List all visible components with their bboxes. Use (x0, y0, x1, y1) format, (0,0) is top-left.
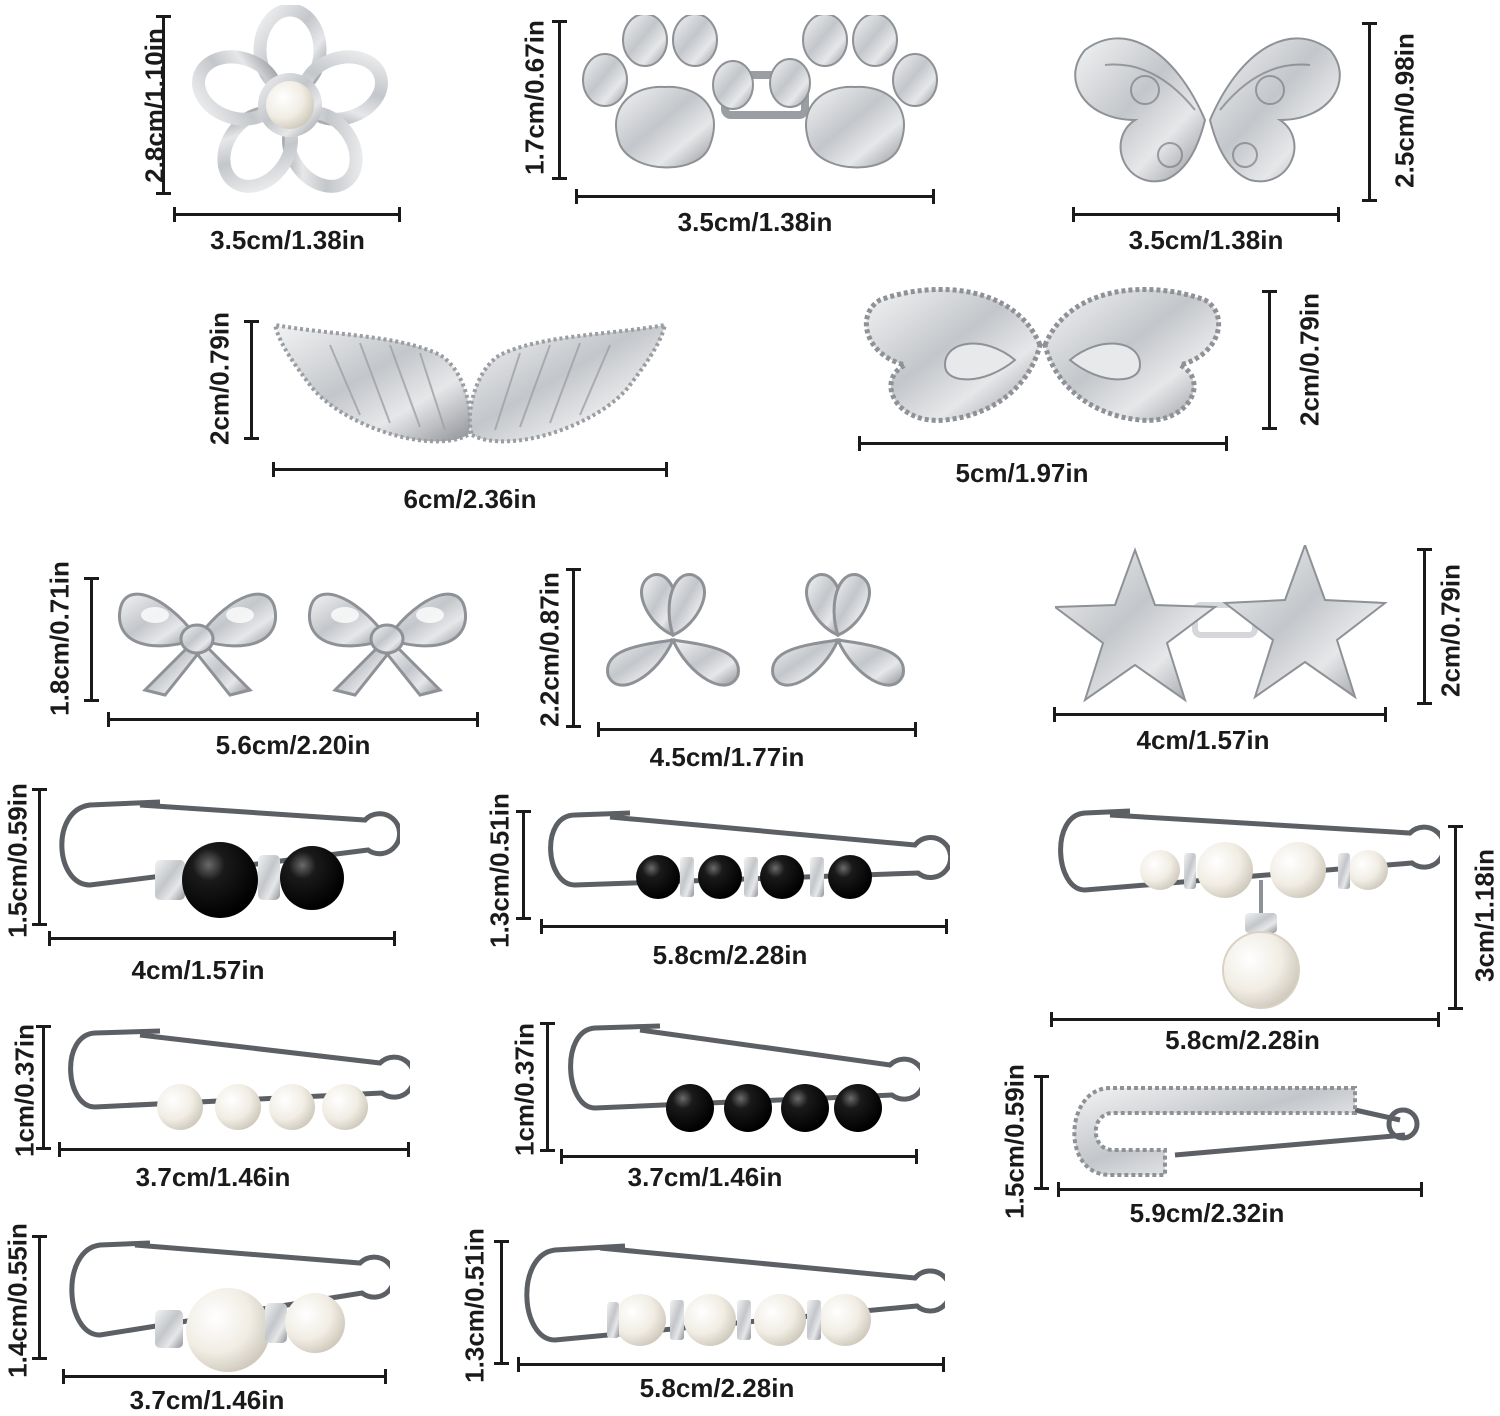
filigree-butterfly-clip-image (1065, 10, 1350, 210)
pearl-pin-large-image (60, 1235, 390, 1375)
black-bead-pin-four-width-label: 5.8cm/2.28in (540, 940, 920, 971)
black-bead-pin-small-height-label: 1cm/0.37in (510, 990, 541, 1190)
paw-height-label: 1.7cm/0.67in (520, 0, 551, 198)
black-bead-pin-large-width-label: 4cm/1.57in (48, 955, 348, 986)
paw-width-label: 3.5cm/1.38in (575, 207, 935, 238)
bow-height-label: 1.8cm/0.71in (45, 539, 76, 739)
star-height-label: 2cm/0.79in (1436, 531, 1467, 731)
bow-width-label: 5.6cm/2.20in (107, 730, 479, 761)
clover-height-label: 2.2cm/0.87in (535, 550, 566, 750)
pearl-charm-pin-image (1050, 805, 1440, 1020)
pearl-charm-pin-width-label: 5.8cm/2.28in (1050, 1025, 1435, 1056)
flower-width-label: 3.5cm/1.38in (170, 225, 405, 256)
rhinestone-butterfly-clip-image (855, 285, 1230, 435)
bow-clip-image (105, 575, 480, 705)
filigree-butterfly-width-label: 3.5cm/1.38in (1072, 225, 1340, 256)
flower-height-label: 2.8cm/1.10in (140, 6, 171, 206)
pearl-pin-small-height-label: 1cm/0.37in (10, 991, 41, 1191)
paw-print-clip-image (575, 15, 945, 185)
black-bead-pin-small-width-label: 3.7cm/1.46in (560, 1162, 850, 1193)
star-clip-image (1055, 545, 1390, 705)
pearl-pin-four-height-label: 1.3cm/0.51in (460, 1206, 491, 1406)
pearl-pin-four-width-label: 5.8cm/2.28in (517, 1373, 917, 1404)
black-bead-pin-four-image (540, 805, 950, 915)
angel-wings-width-label: 6cm/2.36in (272, 484, 668, 515)
black-bead-pin-large-image (50, 790, 400, 920)
pearl-pin-large-height-label: 1.4cm/0.55in (3, 1201, 34, 1401)
black-bead-pin-four-height-label: 1.3cm/0.51in (485, 771, 516, 971)
angel-wings-height-label: 2cm/0.79in (205, 279, 236, 479)
clover-clip-image (598, 565, 918, 715)
pearl-pin-four-image (515, 1240, 945, 1360)
rhinestone-pin-height-label: 1.5cm/0.59in (1000, 1042, 1031, 1242)
pearl-charm-pin-height-label: 3cm/1.18in (1470, 816, 1500, 1016)
rhinestone-pin-width-label: 5.9cm/2.32in (1057, 1198, 1357, 1229)
pearl-pin-small-width-label: 3.7cm/1.46in (58, 1162, 368, 1193)
rhinestone-butterfly-height-label: 2cm/0.79in (1295, 260, 1326, 460)
filigree-butterfly-height-label: 2.5cm/0.98in (1390, 1, 1421, 221)
star-width-label: 4cm/1.57in (1053, 725, 1353, 756)
angel-wings-clip-image (270, 315, 670, 455)
pearl-pin-large-width-label: 3.7cm/1.46in (62, 1385, 352, 1416)
black-bead-pin-large-height-label: 1.5cm/0.59in (3, 761, 34, 961)
clover-width-label: 4.5cm/1.77in (597, 742, 857, 773)
pearl-pin-small-image (60, 1025, 410, 1140)
black-bead-pin-small-image (560, 1020, 920, 1140)
rhinestone-pin-image (1055, 1080, 1425, 1180)
rhinestone-butterfly-width-label: 5cm/1.97in (858, 458, 1186, 489)
flower-pearl-clip-image (170, 5, 410, 205)
